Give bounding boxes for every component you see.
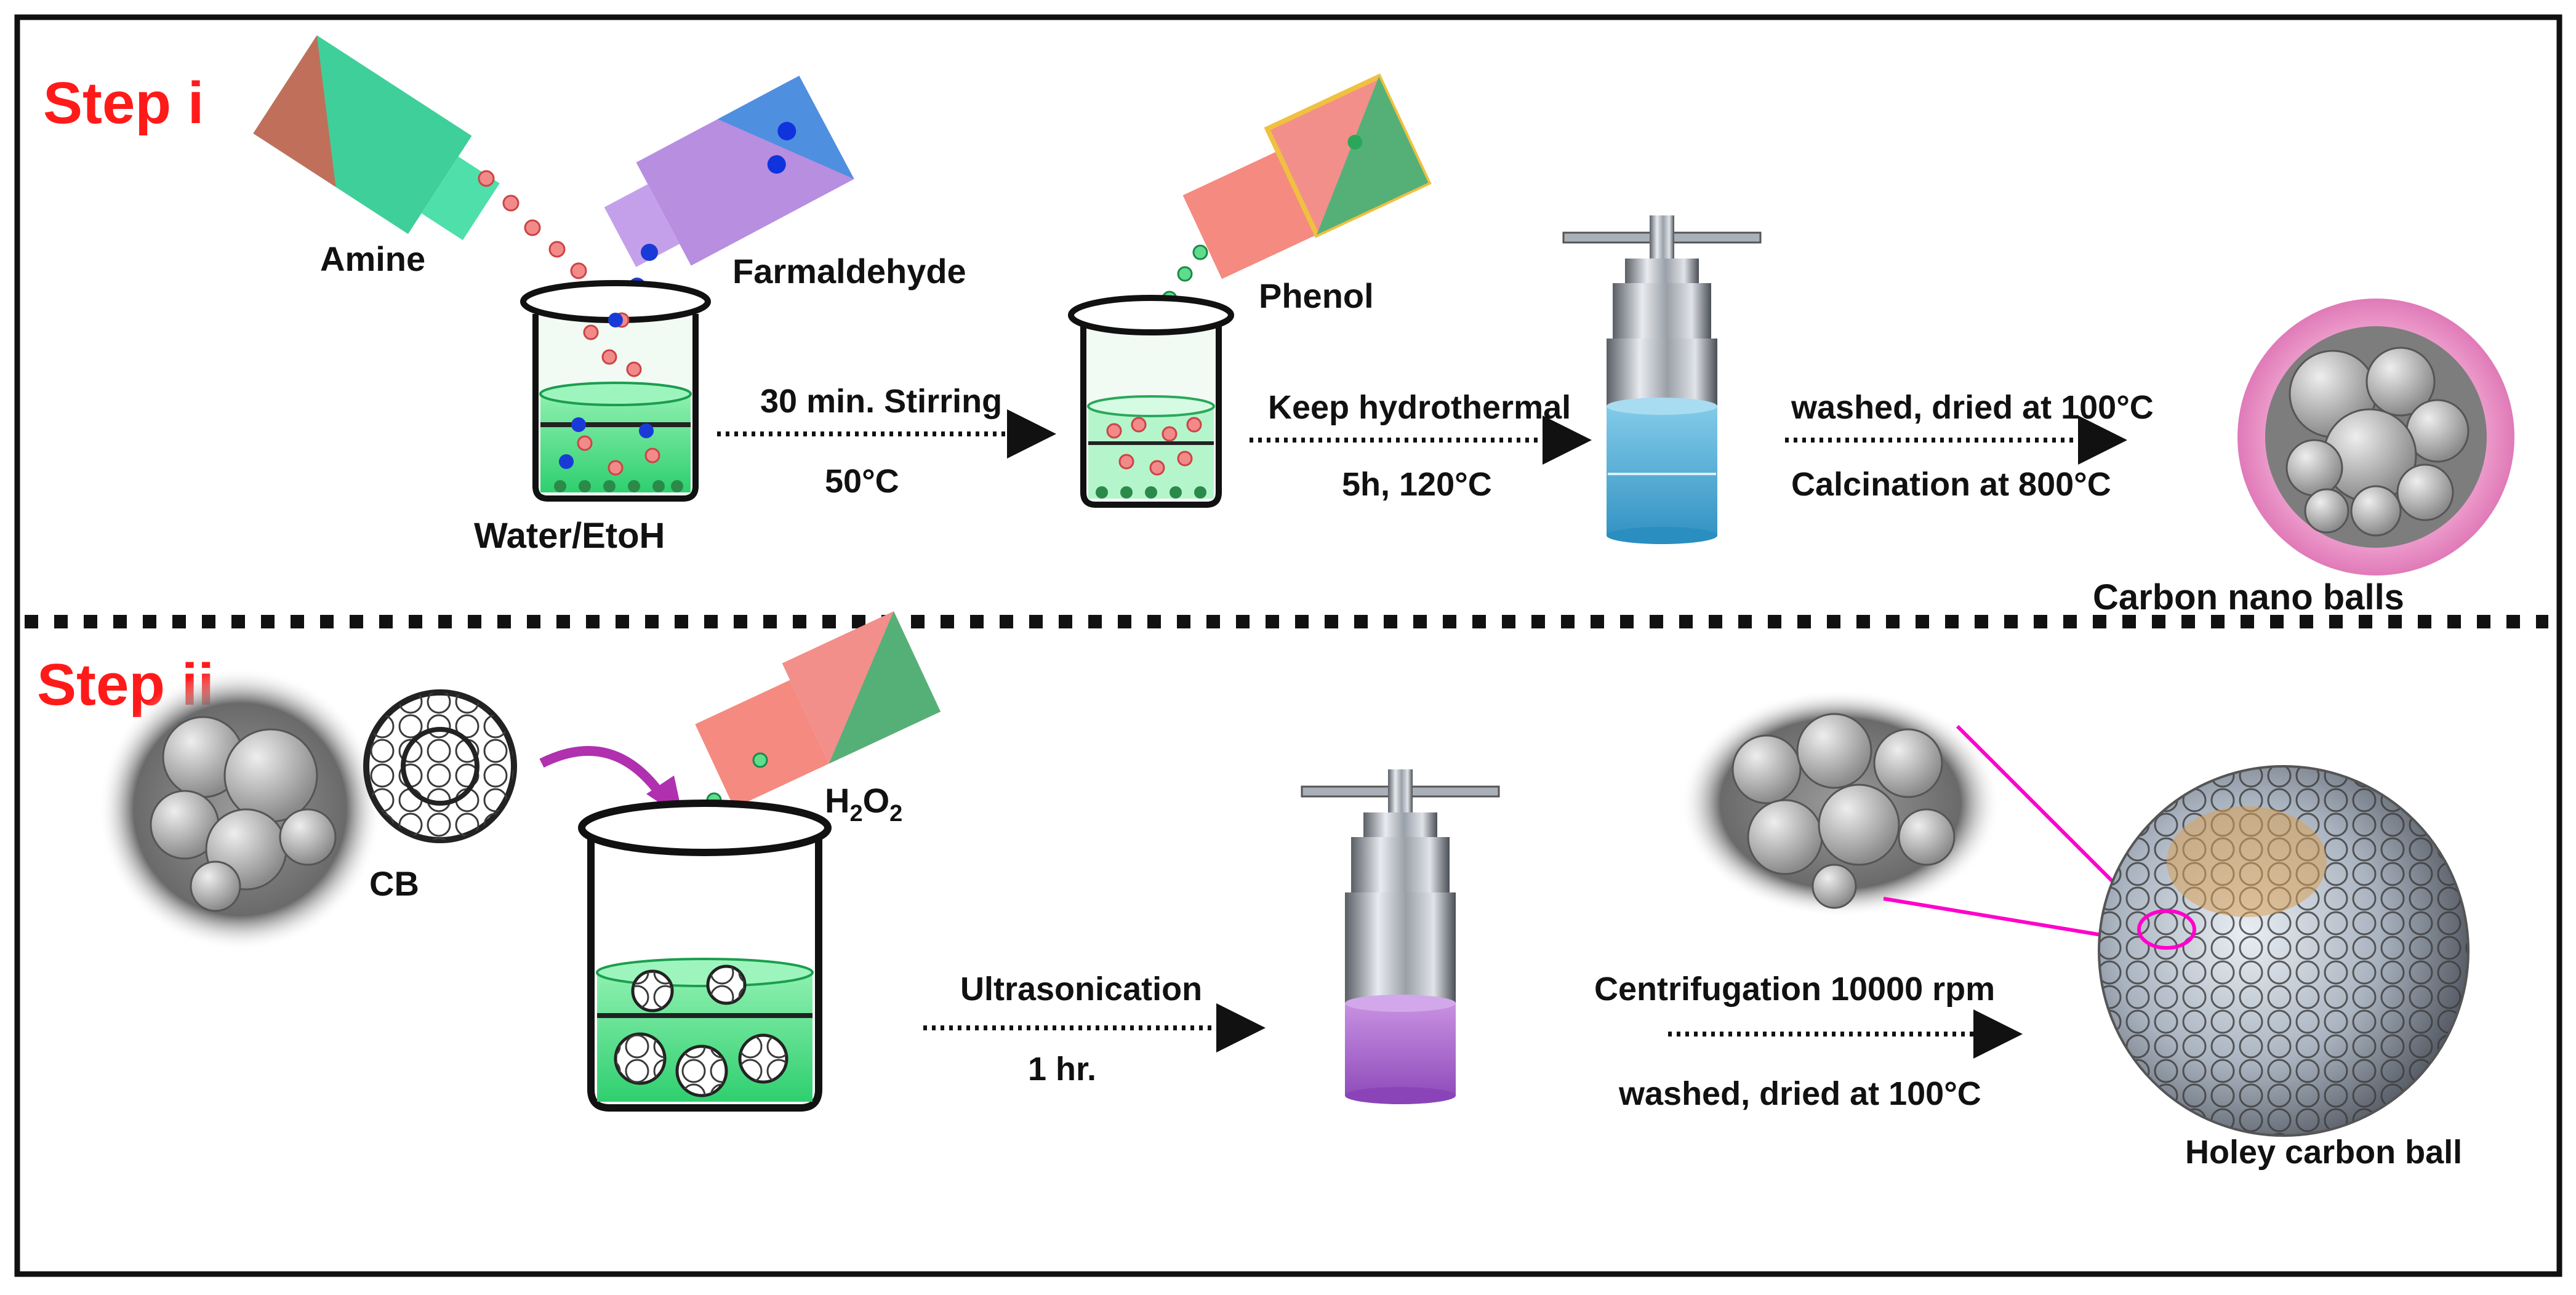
phenol-label: Phenol (1259, 276, 1374, 315)
amine-label: Amine (320, 239, 425, 278)
sem-zoom-inset (1680, 689, 2000, 917)
phenol-bottle (1182, 73, 1432, 279)
arrow4-top-label: Ultrasonication (960, 971, 1202, 1008)
outer-frame (14, 14, 2562, 1277)
step2-product-label: Holey carbon ball (2185, 1134, 2462, 1171)
arrow1-bottom-label: 50°C (825, 463, 899, 500)
arrow5-bottom-label: washed, dried at 100°C (1618, 1075, 1981, 1112)
autoclave-2 (1301, 769, 1500, 1104)
amine-droplets (478, 170, 600, 298)
amine-bottle (253, 35, 500, 241)
step1-title: Step i (43, 70, 204, 136)
sem-carbon-balls (98, 668, 382, 951)
carbon-nano-balls-image (2237, 299, 2514, 575)
arrow2-top-label: Keep hydrothermal (1268, 389, 1571, 426)
step1-product-label: Carbon nano balls (2093, 577, 2404, 617)
formaldehyde-label: Farmaldehyde (732, 252, 966, 291)
cb-label: CB (369, 864, 419, 903)
arrow3-top-label: washed, dried at 100°C (1791, 389, 2154, 426)
autoclave-1 (1562, 215, 1762, 544)
arrow1-top-label: 30 min. Stirring (760, 383, 1002, 420)
arrow5-top-label: Centrifugation 10000 rpm (1594, 971, 1995, 1008)
formaldehyde-bottle (604, 76, 854, 267)
arrow2-bottom-label: 5h, 120°C (1342, 466, 1492, 503)
holey-carbon-ball (2098, 765, 2470, 1137)
purple-curved-arrow (539, 746, 669, 803)
arrow4-bottom-label: 1 hr. (1028, 1051, 1096, 1088)
beaker-2 (1068, 295, 1234, 508)
cb-fullerene-icon (363, 689, 517, 843)
h2o2-label: H2O2 (825, 781, 902, 827)
beaker-1 (520, 280, 711, 502)
solvent-label: Water/EtoH (474, 516, 665, 556)
arrow3-bottom-label: Calcination at 800°C (1791, 466, 2111, 503)
h2o2-bottle (695, 611, 941, 808)
beaker-3 (578, 800, 832, 1112)
